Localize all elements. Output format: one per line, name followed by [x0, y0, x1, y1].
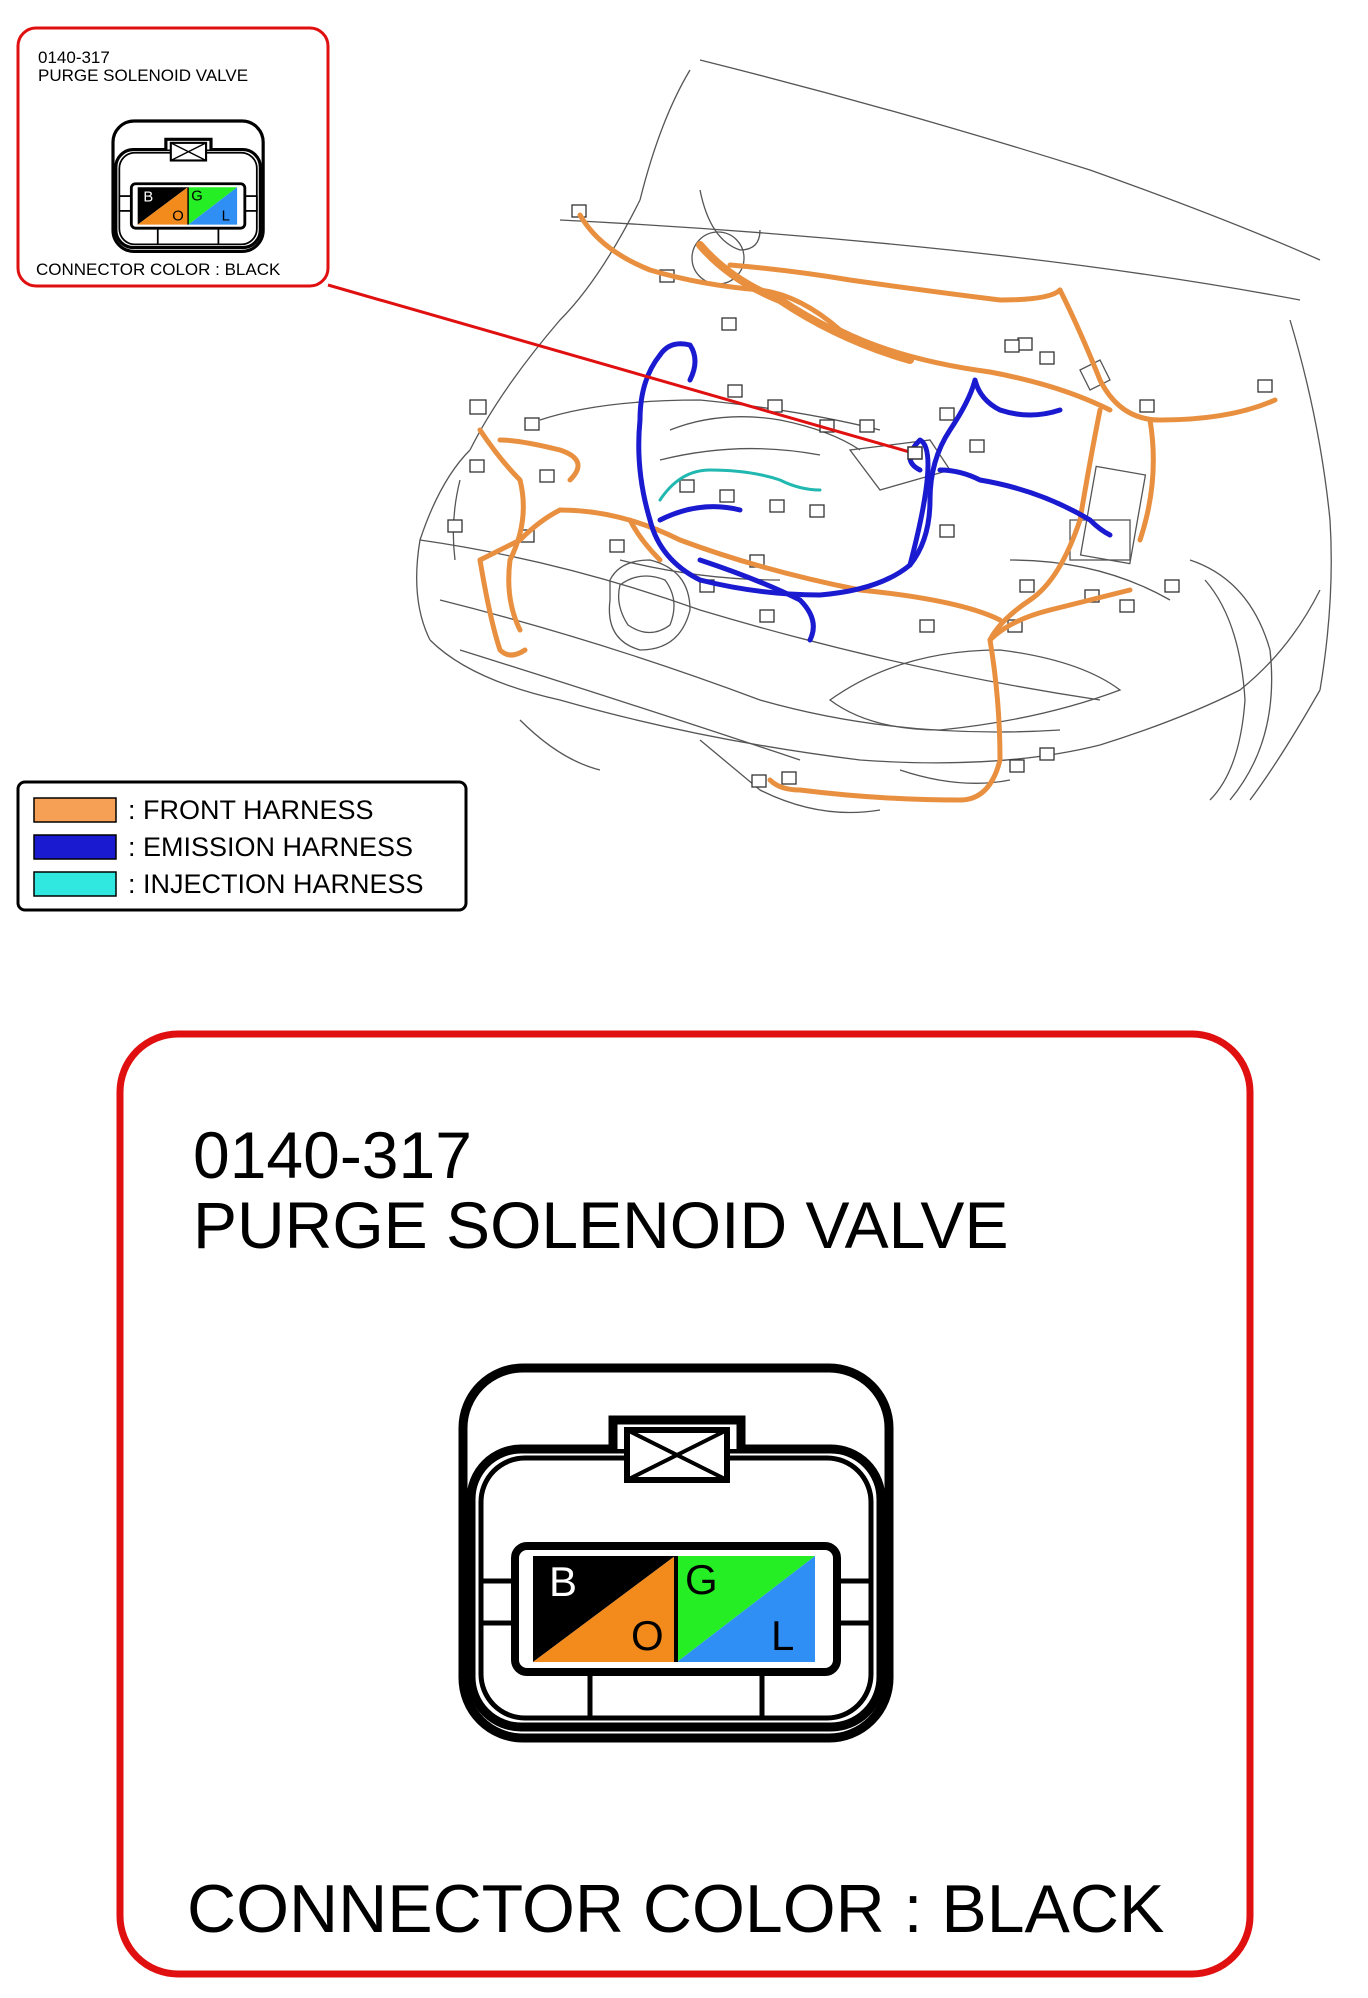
harness-legend: : FRONT HARNESS : EMISSION HARNESS : INJ… [16, 780, 468, 912]
front-harness [477, 212, 1278, 803]
large-callout-name: PURGE SOLENOID VALVE [193, 1188, 1008, 1262]
small-callout: 0140-317 PURGE SOLENOID VALVE CONNECTOR … [16, 26, 330, 288]
legend-label-emission: : EMISSION HARNESS [128, 832, 413, 862]
large-callout-connector-color: CONNECTOR COLOR : BLACK [187, 1871, 1164, 1947]
small-callout-name: PURGE SOLENOID VALVE [38, 66, 248, 85]
legend-frame [16, 780, 468, 912]
legend-swatch-front [33, 797, 117, 823]
small-connector-diagram [111, 119, 265, 254]
terminal-o [533, 1556, 675, 1662]
legend-swatch-emission [33, 834, 117, 860]
small-callout-connector-color: CONNECTOR COLOR : BLACK [36, 260, 281, 279]
legend-label-front: : FRONT HARNESS [128, 795, 374, 825]
purge-valve-marker [907, 446, 923, 460]
car-outline [416, 59, 1332, 814]
terminal-label-b: B [549, 1558, 577, 1605]
large-callout-code: 0140-317 [193, 1118, 472, 1192]
terminal-l [677, 1556, 815, 1662]
leader-line [327, 283, 921, 457]
large-connector-diagram: B O G L [458, 1363, 894, 1743]
emission-harness [636, 341, 1113, 643]
large-callout: 0140-317 PURGE SOLENOID VALVE CONNECTOR … [116, 1030, 1254, 1978]
legend-label-injection: : INJECTION HARNESS [128, 869, 424, 899]
terminal-label-l: L [771, 1612, 794, 1659]
legend-swatch-injection [33, 871, 117, 897]
terminal-label-g: G [685, 1556, 718, 1603]
small-callout-code: 0140-317 [38, 48, 110, 67]
terminal-label-o: O [631, 1612, 664, 1659]
injection-harness [658, 468, 822, 502]
